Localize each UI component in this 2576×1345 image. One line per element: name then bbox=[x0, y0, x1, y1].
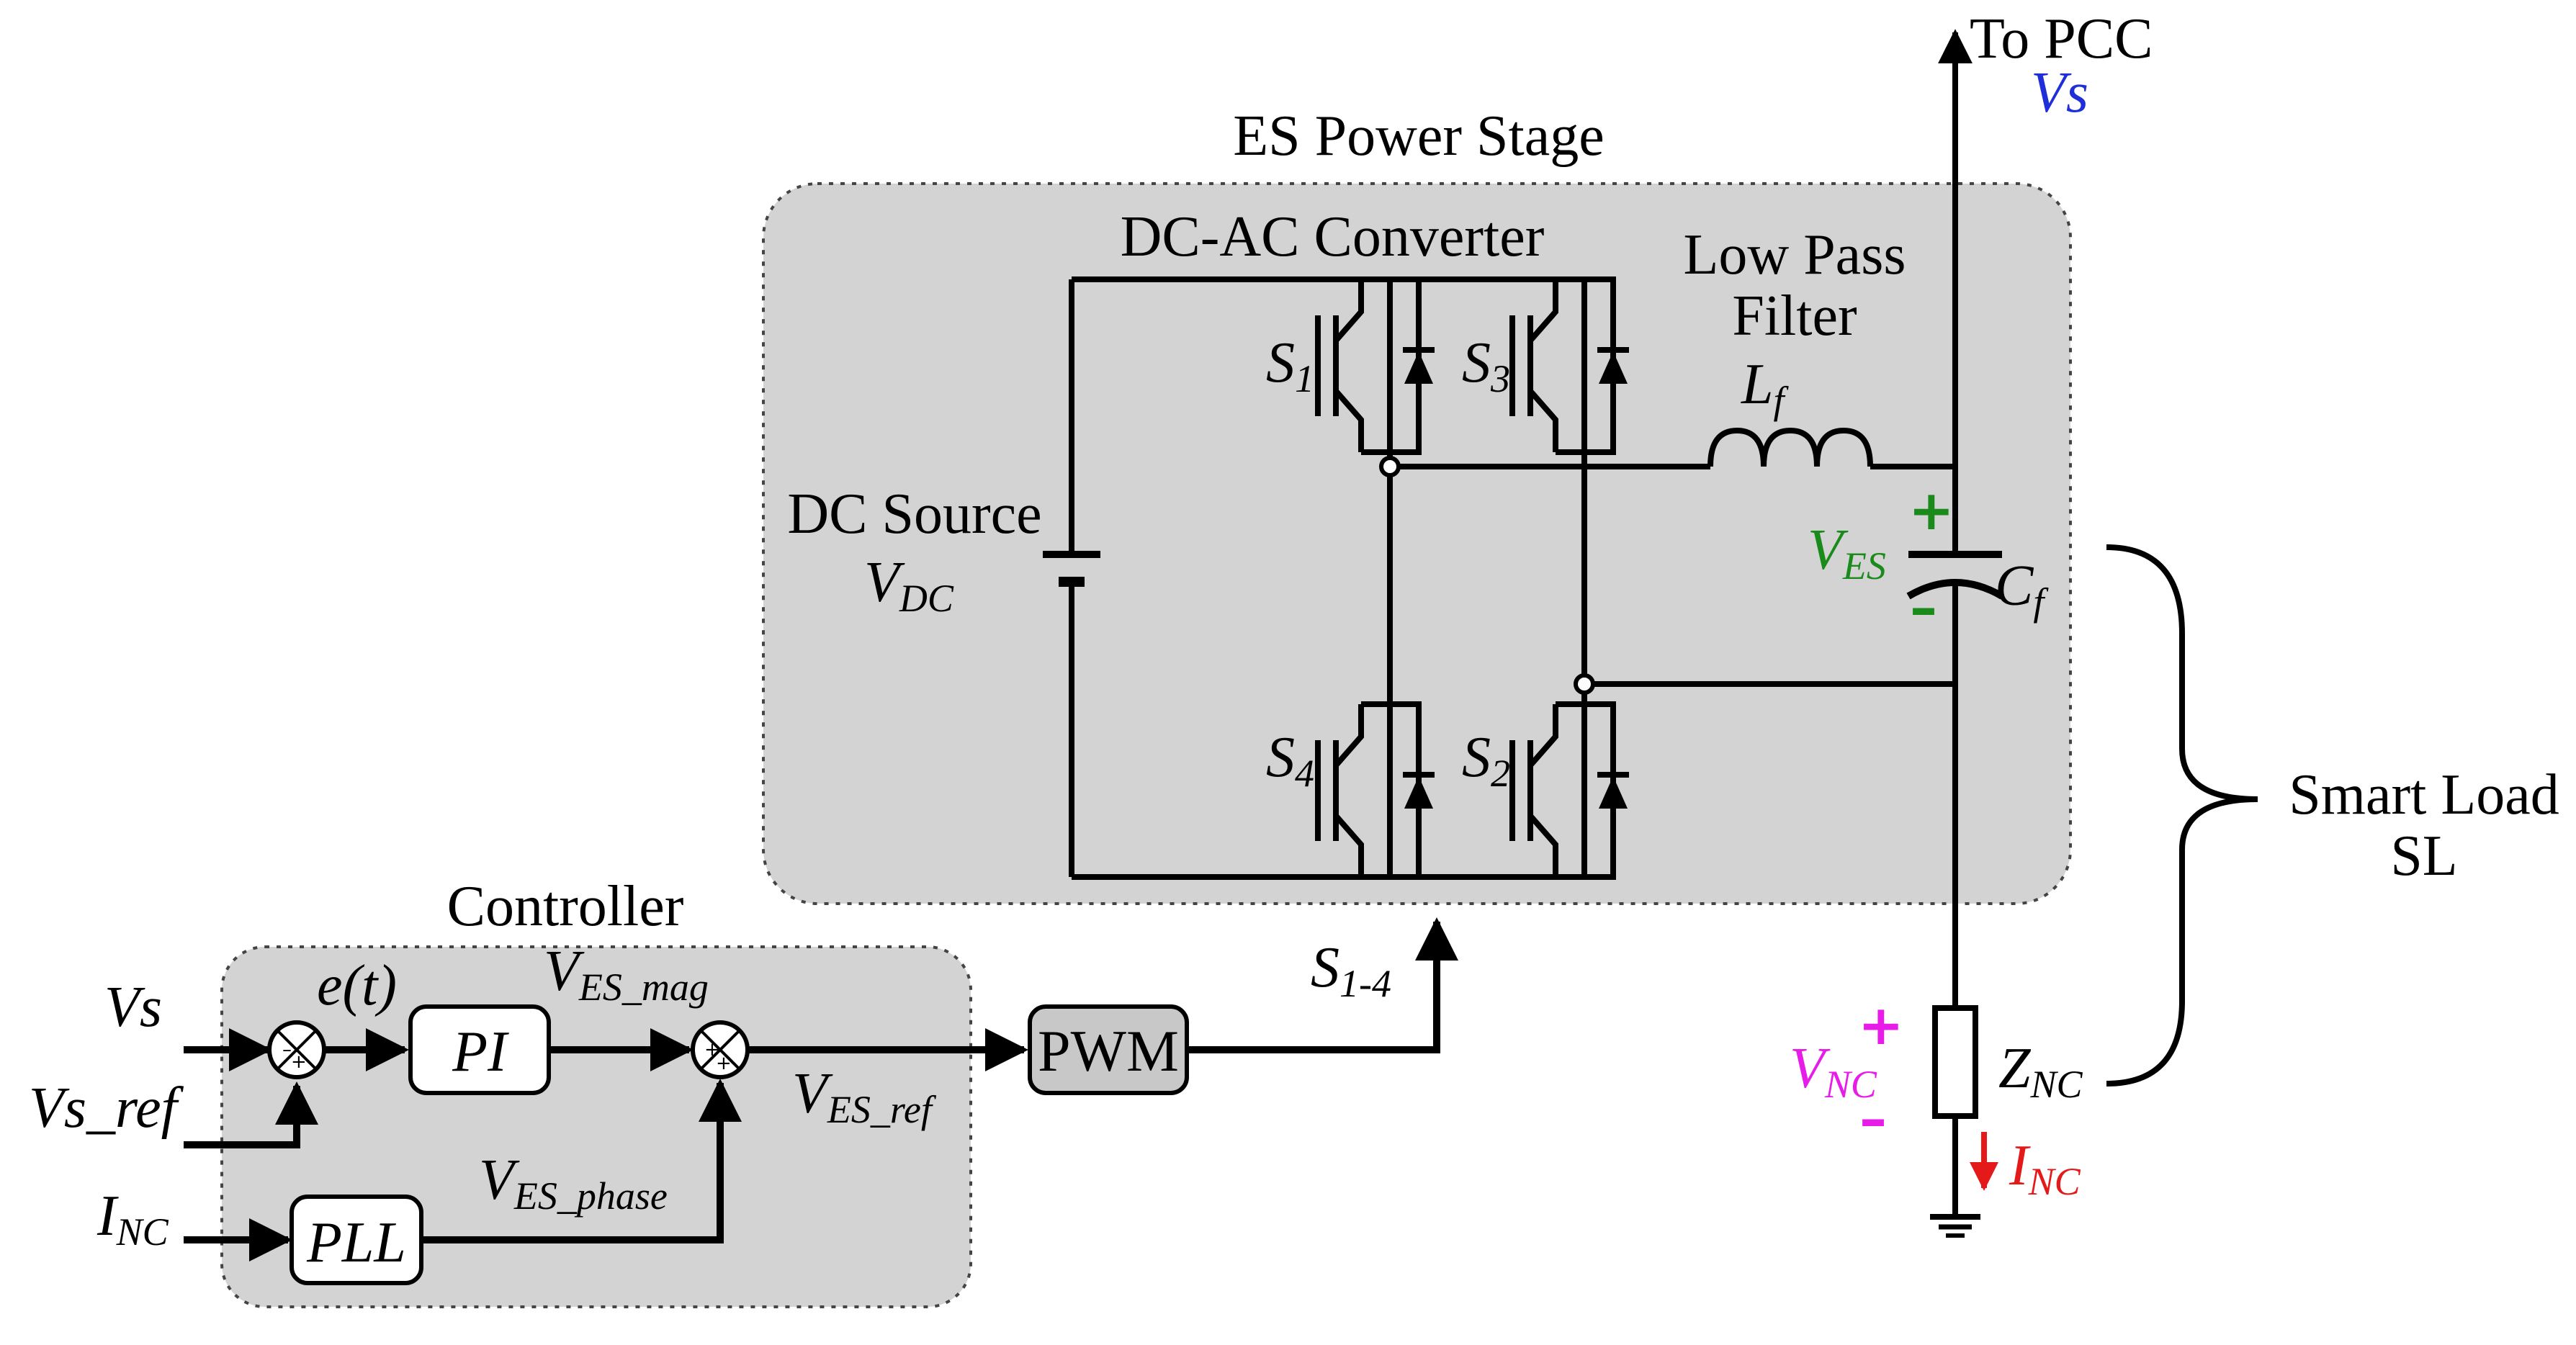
switch-s4-label: S4 bbox=[1266, 726, 1314, 795]
smart-load-brace bbox=[2106, 544, 2258, 1087]
pcc-voltage-label: Vs bbox=[2031, 61, 2088, 125]
summing-junction-ref: + + bbox=[691, 1020, 750, 1079]
dc-source-label: DC Source bbox=[787, 482, 1041, 546]
pll-out-wire bbox=[421, 1079, 742, 1243]
switch-s1-label: S1 bbox=[1266, 331, 1314, 400]
converter-label: DC-AC Converter bbox=[1121, 205, 1545, 269]
switch-s2-label: S2 bbox=[1462, 726, 1510, 795]
smart-load-label-2: SL bbox=[2390, 824, 2457, 888]
ves-phase-label: VES_phase bbox=[479, 1148, 668, 1218]
ground-icon bbox=[1930, 1214, 1980, 1238]
controller-title: Controller bbox=[447, 875, 684, 938]
svg-text:–: – bbox=[282, 1039, 292, 1061]
inductor-lf bbox=[1707, 427, 1873, 467]
ves-ref-label: VES_ref bbox=[792, 1062, 937, 1131]
vs-input-label: Vs bbox=[104, 976, 162, 1039]
vnc-minus: – bbox=[1859, 1087, 1887, 1151]
smart-load-label-1: Smart Load bbox=[2289, 763, 2559, 827]
ves-plus: + bbox=[1908, 478, 1955, 542]
summing-junction-error: – + bbox=[267, 1020, 326, 1079]
power-stage-panel bbox=[762, 182, 2072, 905]
gate-signal-wire bbox=[1187, 917, 1458, 1053]
power-stage-title: ES Power Stage bbox=[1233, 104, 1605, 168]
pll-label: PLL bbox=[306, 1211, 406, 1274]
vs-ref-input-label: Vs_ref bbox=[29, 1076, 184, 1140]
dc-source-symbol bbox=[1043, 551, 1100, 587]
inc-input-label: INC bbox=[97, 1184, 169, 1254]
svg-text:+: + bbox=[291, 1051, 307, 1073]
vnc-label: VNC bbox=[1790, 1037, 1877, 1106]
vnc-plus: + bbox=[1858, 993, 1904, 1057]
pwm-label: PWM bbox=[1038, 1018, 1179, 1084]
svg-text:+: + bbox=[716, 1053, 732, 1074]
pcc-label: To PCC bbox=[1970, 7, 2153, 71]
ves-label: VES bbox=[1808, 518, 1886, 588]
vs-ref-wire bbox=[184, 1081, 318, 1148]
inc-label: INC bbox=[2009, 1134, 2081, 1203]
filter-label-line1: Low Pass bbox=[1684, 223, 1906, 287]
error-label: e(t) bbox=[317, 954, 397, 1017]
ves-mag-label: VES_mag bbox=[544, 940, 709, 1009]
switch-s3-label: S3 bbox=[1462, 331, 1510, 400]
vdc-label: VDC bbox=[864, 551, 954, 620]
impedance-znc bbox=[1932, 1005, 1978, 1119]
impedance-label: ZNC bbox=[1998, 1037, 2083, 1106]
ves-minus: – bbox=[1910, 575, 1937, 639]
svg-text:+: + bbox=[704, 1039, 720, 1061]
gate-signal-label: S1-4 bbox=[1311, 936, 1391, 1005]
node-a bbox=[1379, 456, 1401, 477]
filter-label-line2: Filter bbox=[1732, 284, 1857, 348]
pi-label: PI bbox=[452, 1020, 509, 1084]
node-b bbox=[1574, 673, 1595, 695]
